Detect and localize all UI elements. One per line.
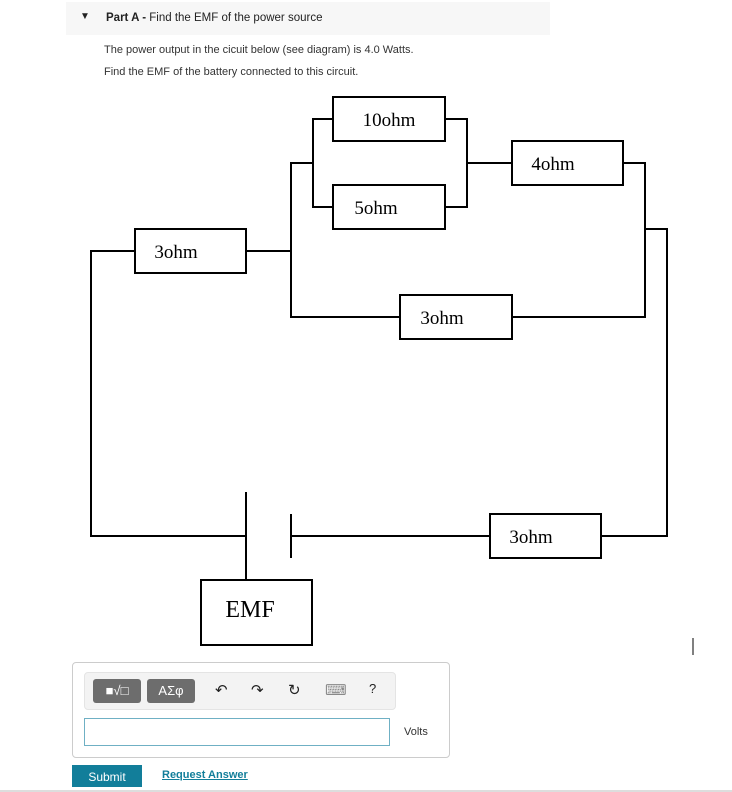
keyboard-icon[interactable]: ⌨ xyxy=(325,682,347,699)
resistor-3ohm-center xyxy=(399,294,513,340)
divider xyxy=(0,790,732,792)
part-title: Part A - Find the EMF of the power sourc… xyxy=(106,12,323,24)
reset-icon[interactable]: ↻ xyxy=(288,682,301,699)
question-line-2: Find the EMF of the battery connected to… xyxy=(104,66,359,78)
symbols-button[interactable]: ΑΣφ xyxy=(147,679,195,703)
label-10ohm: 10ohm xyxy=(363,110,416,131)
label-4ohm: 4ohm xyxy=(531,154,575,175)
question-line-1: The power output in the cicuit below (se… xyxy=(104,44,414,56)
part-header[interactable]: ▼ Part A - Find the EMF of the power sou… xyxy=(66,2,550,35)
answer-panel xyxy=(72,662,450,758)
collapse-caret-icon[interactable]: ▼ xyxy=(80,11,90,22)
help-icon[interactable]: ? xyxy=(369,681,377,696)
label-3ohm-bottom: 3ohm xyxy=(509,527,553,548)
answer-input[interactable] xyxy=(84,718,390,746)
math-toolbar: ■√□ ΑΣφ ↶ ↷ ↻ ⌨ ? xyxy=(84,672,396,710)
resistor-4ohm xyxy=(511,140,624,186)
templates-button[interactable]: ■√□ xyxy=(93,679,141,703)
resistor-5ohm xyxy=(332,184,446,230)
emf-box xyxy=(200,579,313,646)
wires xyxy=(90,118,668,580)
request-answer-link[interactable]: Request Answer xyxy=(162,769,248,781)
label-emf: EMF xyxy=(225,597,274,623)
label-3ohm-left: 3ohm xyxy=(154,242,198,263)
label-5ohm: 5ohm xyxy=(354,198,398,219)
undo-icon[interactable]: ↶ xyxy=(215,682,228,699)
redo-icon[interactable]: ↷ xyxy=(251,682,264,699)
label-3ohm-center: 3ohm xyxy=(420,308,464,329)
resistor-3ohm-bottom xyxy=(489,513,602,559)
resistor-3ohm-left xyxy=(134,228,247,274)
unit-label: Volts xyxy=(404,726,428,738)
resistor-10ohm xyxy=(332,96,446,142)
submit-button[interactable]: Submit xyxy=(72,765,142,787)
